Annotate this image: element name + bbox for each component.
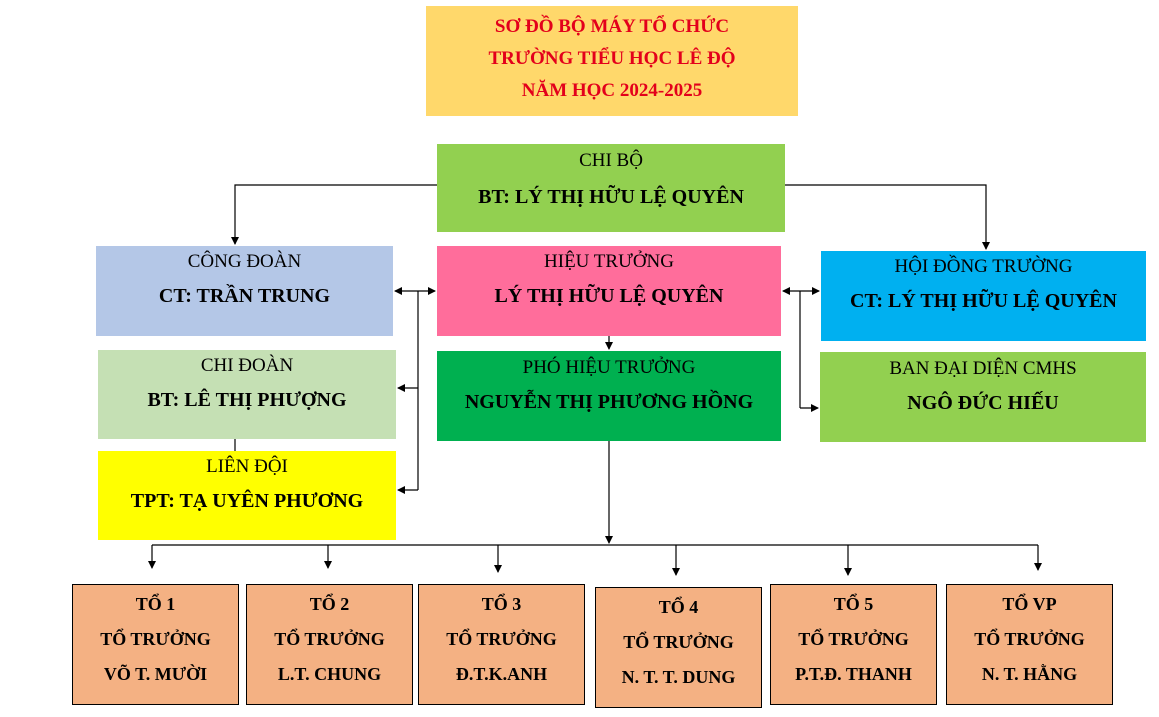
team-leader: L.T. CHUNG <box>277 664 382 684</box>
team-leader: N. T. T. DUNG <box>621 667 736 687</box>
node-cong-doan: CÔNG ĐOÀN CT: TRẦN TRUNG <box>96 246 393 336</box>
team-role: TỔ TRƯỞNG <box>798 629 909 649</box>
node-chi-doan: CHI ĐOÀN BT: LÊ THỊ PHƯỢNG <box>98 350 396 439</box>
node-team-4: TỔ 4 TỔ TRƯỞNG N. T. T. DUNG <box>595 587 762 708</box>
chart-title-line-2: TRƯỜNG TIỂU HỌC LÊ ĐỘ <box>488 48 736 69</box>
node-cong-doan-person: CT: TRẦN TRUNG <box>158 285 331 307</box>
node-team-vp: TỔ VP TỔ TRƯỞNG N. T. HẰNG <box>946 584 1113 705</box>
chart-title-box: SƠ ĐỒ BỘ MÁY TỔ CHỨC TRƯỜNG TIỂU HỌC LÊ … <box>426 6 798 116</box>
node-chi-doan-role: CHI ĐOÀN <box>200 355 294 376</box>
team-name: TỔ 5 <box>833 594 874 614</box>
team-name: TỔ 1 <box>135 594 176 614</box>
node-hieu-truong: HIỆU TRƯỞNG LÝ THỊ HỮU LỆ QUYÊN <box>437 246 781 336</box>
team-leader: P.T.Đ. THANH <box>795 664 912 684</box>
node-chi-bo-role: CHI BỘ <box>579 150 643 171</box>
team-role: TỔ TRƯỞNG <box>100 629 211 649</box>
team-name: TỔ 3 <box>481 594 522 614</box>
node-team-1: TỔ 1 TỔ TRƯỞNG VÕ T. MƯỜI <box>72 584 239 705</box>
team-name: TỔ VP <box>1002 594 1057 614</box>
node-lien-doi-role: LIÊN ĐỘI <box>206 456 288 477</box>
node-hieu-truong-role: HIỆU TRƯỞNG <box>544 251 674 272</box>
team-role: TỔ TRƯỞNG <box>623 632 734 652</box>
chart-title-line-3: NĂM HỌC 2024-2025 <box>521 80 703 101</box>
node-ban-dai-dien-person: NGÔ ĐỨC HIẾU <box>907 392 1059 414</box>
node-pho-hieu-truong-role: PHÓ HIỆU TRƯỞNG <box>522 357 696 378</box>
node-team-2: TỔ 2 TỔ TRƯỞNG L.T. CHUNG <box>246 584 413 705</box>
team-name: TỔ 4 <box>658 597 699 617</box>
connector-chibo-congdoan <box>231 184 437 245</box>
node-hieu-truong-person: LÝ THỊ HỮU LỆ QUYÊN <box>494 285 724 307</box>
node-chi-bo: CHI BỘ BT: LÝ THỊ HỮU LỆ QUYÊN <box>437 144 785 232</box>
node-pho-hieu-truong: PHÓ HIỆU TRƯỞNG NGUYỄN THỊ PHƯƠNG HỒNG <box>437 351 781 441</box>
node-pho-hieu-truong-person: NGUYỄN THỊ PHƯƠNG HỒNG <box>464 391 754 413</box>
team-name: TỔ 2 <box>309 594 350 614</box>
node-chi-bo-person: BT: LÝ THỊ HỮU LỆ QUYÊN <box>478 186 744 208</box>
node-hoi-dong-truong: HỘI ĐỒNG TRƯỜNG CT: LÝ THỊ HỮU LỆ QUYÊN <box>821 251 1146 341</box>
team-role: TỔ TRƯỞNG <box>974 629 1085 649</box>
team-role: TỔ TRƯỞNG <box>446 629 557 649</box>
node-ban-dai-dien-role: BAN ĐẠI DIỆN CMHS <box>889 358 1077 379</box>
team-leader: Đ.T.K.ANH <box>455 664 548 684</box>
node-cong-doan-role: CÔNG ĐOÀN <box>187 251 302 272</box>
team-leader: VÕ T. MƯỜI <box>103 664 208 684</box>
chart-title-line-1: SƠ ĐỒ BỘ MÁY TỔ CHỨC <box>494 16 730 37</box>
node-team-3: TỔ 3 TỔ TRƯỞNG Đ.T.K.ANH <box>418 584 585 705</box>
team-leader: N. T. HẰNG <box>981 664 1078 684</box>
node-ban-dai-dien: BAN ĐẠI DIỆN CMHS NGÔ ĐỨC HIẾU <box>820 352 1146 442</box>
node-team-5: TỔ 5 TỔ TRƯỞNG P.T.Đ. THANH <box>770 584 937 705</box>
node-lien-doi-person: TPT: TẠ UYÊN PHƯƠNG <box>130 490 364 512</box>
node-hoi-dong-truong-role: HỘI ĐỒNG TRƯỜNG <box>894 256 1073 277</box>
node-lien-doi: LIÊN ĐỘI TPT: TẠ UYÊN PHƯƠNG <box>98 451 396 540</box>
connector-chibo-hoidong <box>785 184 990 250</box>
node-hoi-dong-truong-person: CT: LÝ THỊ HỮU LỆ QUYÊN <box>850 290 1117 312</box>
node-chi-doan-person: BT: LÊ THỊ PHƯỢNG <box>147 389 347 411</box>
team-role: TỔ TRƯỞNG <box>274 629 385 649</box>
